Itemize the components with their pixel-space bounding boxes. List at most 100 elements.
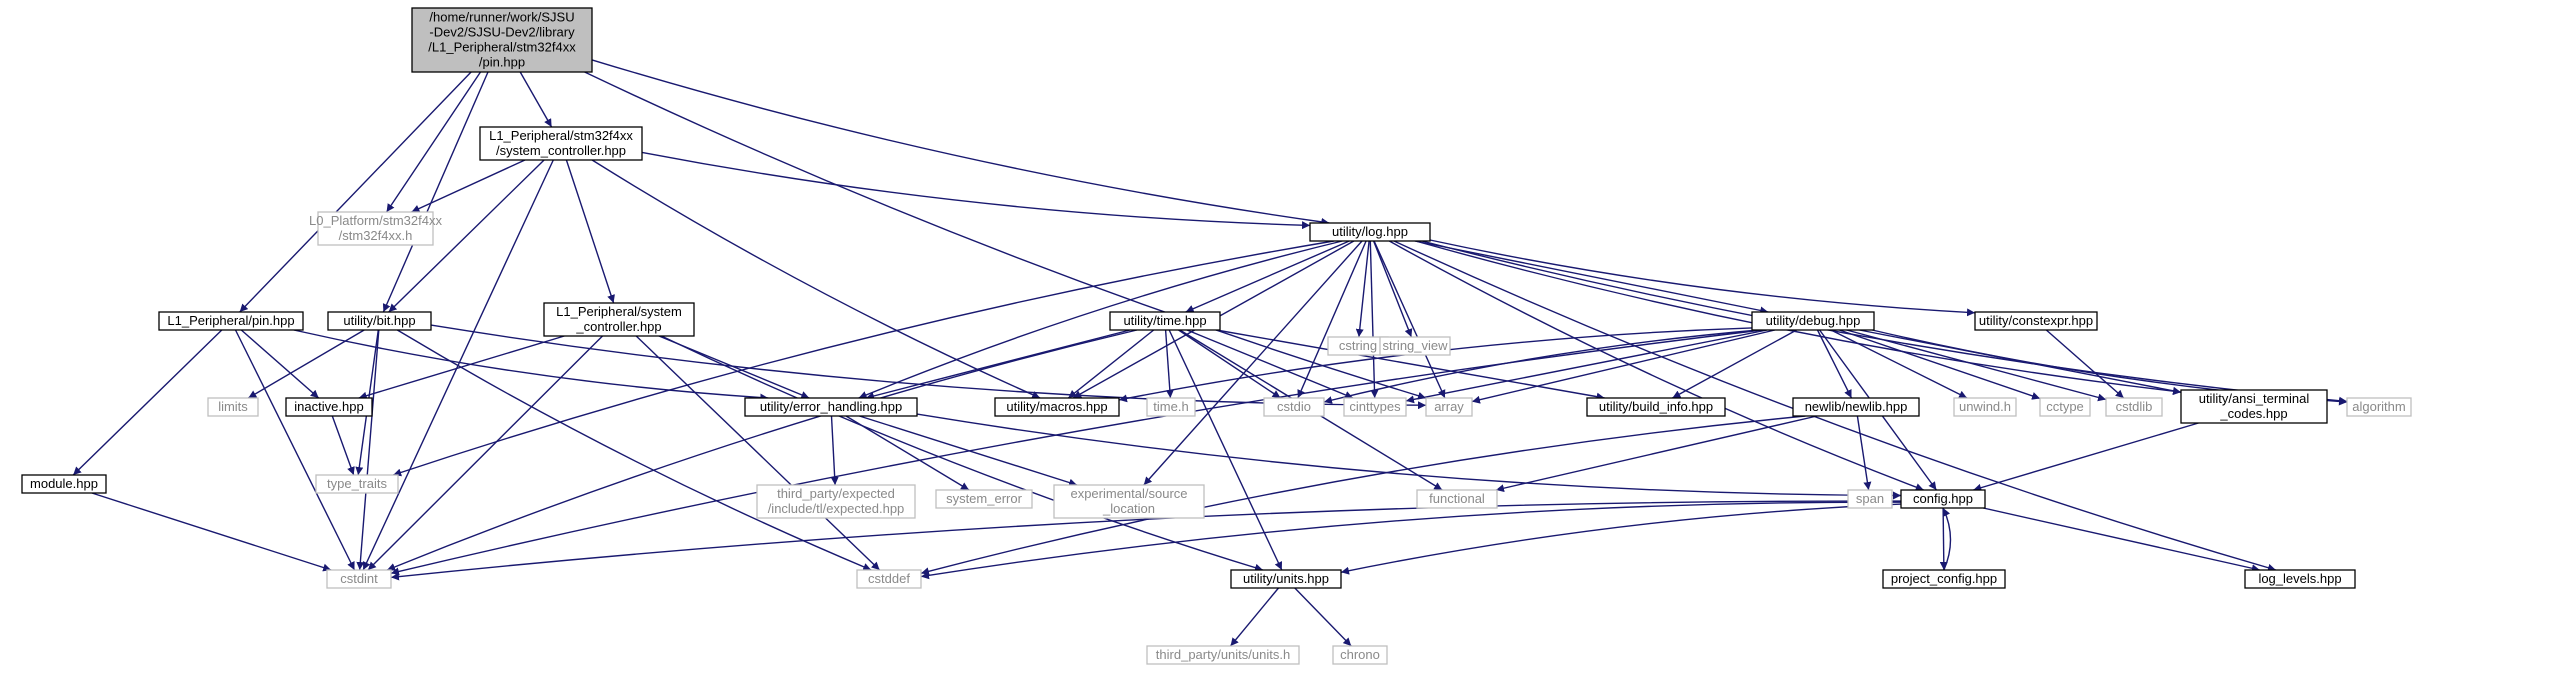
node-label-l0_stm-0: L0_Platform/stm32f4xx: [309, 213, 442, 228]
node-ansi[interactable]: utility/ansi_terminal_codes.hpp: [2180, 389, 2328, 424]
edge-sysctl_stm-to-bit: [388, 159, 545, 313]
node-label-units_h-0: third_party/units/units.h: [1156, 647, 1290, 662]
node-timeh: time.h: [1146, 397, 1196, 417]
node-macros[interactable]: utility/macros.hpp: [994, 397, 1120, 417]
node-box-constexpr: [1974, 311, 2098, 331]
edge-bit-to-limits: [247, 329, 365, 399]
edge-debug-to-unwind: [1830, 329, 1968, 399]
node-unwind: unwind.h: [1953, 397, 2017, 417]
edge-time-to-cstdint: [386, 329, 1138, 571]
node-label-array-0: array: [1434, 399, 1464, 414]
edge-log-to-array: [1373, 240, 1446, 399]
node-time[interactable]: utility/time.hpp: [1109, 311, 1221, 331]
node-cstddef: cstddef: [856, 569, 922, 589]
node-functional: functional: [1416, 489, 1498, 509]
node-box-config: [1900, 489, 1986, 509]
node-label-time-0: utility/time.hpp: [1123, 313, 1206, 328]
edge-time-to-timeh: [1164, 329, 1174, 399]
node-log_levels[interactable]: log_levels.hpp: [2244, 569, 2356, 589]
node-box-cstdio: [1263, 397, 1325, 417]
edge-debug-to-build_info: [1672, 329, 1797, 399]
node-box-exp_source: [1053, 484, 1205, 519]
edge-log-to-ansi: [1415, 240, 2182, 396]
edge-root-to-l0_stm: [386, 71, 482, 213]
node-pin[interactable]: L1_Peripheral/pin.hpp: [158, 311, 304, 331]
node-label-exp_source-0: experimental/source: [1070, 486, 1187, 501]
node-log[interactable]: utility/log.hpp: [1309, 222, 1431, 242]
node-box-expected: [756, 484, 916, 519]
edge-log-to-log_levels: [1393, 240, 2277, 572]
node-chrono: chrono: [1332, 645, 1388, 665]
node-array: array: [1425, 397, 1473, 417]
edge-newlib-to-cstddef: [920, 415, 1806, 576]
edge-log-to-error: [858, 240, 1343, 399]
node-constexpr[interactable]: utility/constexpr.hpp: [1974, 311, 2098, 331]
node-box-ansi: [2180, 389, 2328, 424]
edge-root-to-bit: [382, 71, 489, 313]
edge-pin-to-error: [293, 329, 769, 402]
node-sysctl[interactable]: L1_Peripheral/system_controller.hpp: [543, 302, 695, 337]
node-label-functional-0: functional: [1429, 491, 1485, 506]
node-label-exp_source-1: _location: [1102, 501, 1155, 516]
edge-log-to-config: [1388, 240, 1924, 491]
node-config[interactable]: config.hpp: [1900, 489, 1986, 509]
node-label-unwind-0: unwind.h: [1959, 399, 2011, 414]
node-label-sysctl-1: _controller.hpp: [575, 319, 661, 334]
node-label-cstdio-0: cstdio: [1277, 399, 1311, 414]
node-root[interactable]: /home/runner/work/SJSU-Dev2/SJSU-Dev2/li…: [411, 7, 593, 73]
node-box-pin: [158, 311, 304, 331]
edge-bit-to-cstdint: [356, 329, 380, 571]
node-label-newlib-0: newlib/newlib.hpp: [1805, 399, 1908, 414]
node-box-timeh: [1146, 397, 1196, 417]
node-type_traits: type_traits: [315, 474, 399, 494]
node-bit[interactable]: utility/bit.hpp: [327, 311, 432, 331]
edge-ansi-to-config: [1973, 422, 2199, 492]
node-units[interactable]: utility/units.hpp: [1230, 569, 1342, 589]
node-label-cstddef-0: cstddef: [868, 571, 910, 586]
node-debug[interactable]: utility/debug.hpp: [1751, 311, 1875, 331]
node-box-algorithm: [2346, 397, 2412, 417]
node-sysctl_stm[interactable]: L1_Peripheral/stm32f4xx/system_controlle…: [479, 126, 643, 161]
node-box-module: [21, 474, 107, 494]
node-span: span: [1847, 489, 1893, 509]
node-build_info[interactable]: utility/build_info.hpp: [1586, 397, 1726, 417]
node-project_config[interactable]: project_config.hpp: [1882, 569, 2006, 589]
node-label-ansi-1: _codes.hpp: [2219, 406, 2287, 421]
edge-log-to-cstdio: [1297, 240, 1367, 399]
edge-sysctl-to-cstddef: [635, 335, 881, 571]
node-box-debug: [1751, 311, 1875, 331]
edge-log-to-exp_source: [1143, 240, 1363, 486]
edge-time-to-build_info: [1216, 329, 1605, 401]
node-box-macros: [994, 397, 1120, 417]
node-box-chrono: [1332, 645, 1388, 665]
node-cstdio: cstdio: [1263, 397, 1325, 417]
node-box-limits: [207, 397, 259, 417]
edge-pin-to-cstdint: [234, 329, 356, 571]
node-label-sysctl_stm-1: /system_controller.hpp: [496, 143, 626, 158]
node-box-log_levels: [2244, 569, 2356, 589]
node-label-project_config-0: project_config.hpp: [1891, 571, 1997, 586]
node-cctype: cctype: [2039, 397, 2091, 417]
node-label-error-0: utility/error_handling.hpp: [760, 399, 902, 414]
edge-inactive-to-type_traits: [331, 415, 355, 476]
edge-error-to-config: [916, 413, 1902, 500]
node-inactive[interactable]: inactive.hpp: [285, 397, 373, 417]
node-box-string_view: [1379, 336, 1451, 356]
edge-config-to-project_config: [1939, 507, 1948, 571]
node-label-type_traits-0: type_traits: [327, 476, 387, 491]
node-label-cstdlib-0: cstdlib: [2116, 399, 2153, 414]
node-module[interactable]: module.hpp: [21, 474, 107, 494]
node-box-functional: [1416, 489, 1498, 509]
node-box-project_config: [1882, 569, 2006, 589]
node-label-debug-0: utility/debug.hpp: [1766, 313, 1861, 328]
node-box-type_traits: [315, 474, 399, 494]
node-error[interactable]: utility/error_handling.hpp: [744, 397, 918, 417]
edge-debug-to-array: [1471, 329, 1776, 404]
node-box-sysctl: [543, 302, 695, 337]
node-l0_stm: L0_Platform/stm32f4xx/stm32f4xx.h: [309, 211, 442, 246]
node-newlib[interactable]: newlib/newlib.hpp: [1792, 397, 1920, 417]
edge-config-to-cstddef: [920, 501, 1902, 580]
node-label-pin-0: L1_Peripheral/pin.hpp: [167, 313, 294, 328]
edge-pin-to-inactive: [240, 329, 320, 399]
